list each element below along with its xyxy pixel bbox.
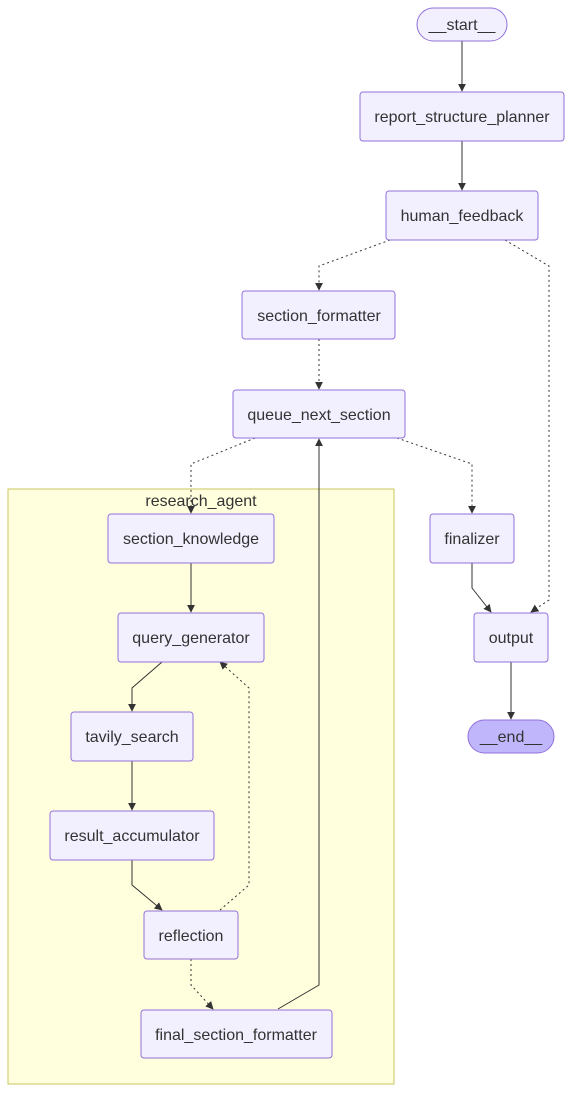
node-final-section-formatter-shape [140, 1009, 333, 1059]
node-reflection-label: reflection [159, 928, 224, 945]
edge-reflection-to-final-section-formatter [190, 959, 214, 1010]
node-result-accumulator-shape [49, 810, 215, 861]
node-query-generator[interactable]: query_generator [117, 612, 265, 663]
node-section-formatter[interactable]: section_formatter [241, 290, 396, 340]
node-reflection-shape [143, 910, 239, 960]
cluster-box [7, 488, 395, 1085]
node-output-shape [473, 612, 549, 663]
node-tavily-search-label: tavily_search [85, 729, 178, 746]
node-result-accumulator[interactable]: result_accumulator [49, 810, 215, 861]
node-section-knowledge-label: section_knowledge [123, 531, 259, 548]
node-end-shape [467, 719, 555, 754]
node-report-structure-planner-label: report_structure_planner [374, 109, 550, 126]
edge-human-feedback-to-section-formatter [315, 239, 391, 291]
node-human-feedback-shape [385, 190, 539, 241]
node-start-shape [416, 7, 508, 42]
edge-finalizer-to-output [471, 563, 492, 613]
edge-queue-next-section-to-finalizer [396, 437, 476, 514]
node-start-label: __start__ [428, 17, 497, 34]
node-end-label: __end__ [479, 729, 543, 746]
edge-queue-next-section-to-section-knowledge [187, 437, 256, 514]
cluster-label: research_agent [145, 493, 257, 510]
node-finalizer-shape [429, 513, 515, 564]
nodes: __start__ report_structure_planner human… [49, 7, 565, 1059]
node-human-feedback[interactable]: human_feedback [385, 190, 539, 241]
edges [128, 41, 550, 1010]
node-report-structure-planner[interactable]: report_structure_planner [359, 91, 565, 142]
node-tavily-search[interactable]: tavily_search [70, 711, 194, 762]
node-report-structure-planner-shape [359, 91, 565, 142]
edge-human-feedback-to-output [504, 239, 550, 613]
node-output[interactable]: output [473, 612, 549, 663]
research-agent-cluster: research_agent [7, 488, 395, 1085]
node-tavily-search-shape [70, 711, 194, 762]
node-output-label: output [489, 630, 534, 647]
node-reflection[interactable]: reflection [143, 910, 239, 960]
node-finalizer[interactable]: finalizer [429, 513, 515, 564]
node-result-accumulator-label: result_accumulator [64, 828, 200, 845]
node-section-formatter-shape [241, 290, 396, 340]
edge-query-generator-to-tavily-search [128, 661, 163, 712]
node-queue-next-section-shape [232, 389, 406, 439]
node-section-formatter-label: section_formatter [257, 308, 381, 325]
edge-reflection-to-query-generator [219, 661, 250, 911]
node-queue-next-section-label: queue_next_section [247, 407, 390, 424]
node-queue-next-section[interactable]: queue_next_section [232, 389, 406, 439]
node-human-feedback-label: human_feedback [401, 208, 525, 225]
node-end[interactable]: __end__ [467, 719, 555, 754]
edge-final-section-formatter-to-queue-next-section [277, 438, 323, 1010]
node-section-knowledge[interactable]: section_knowledge [107, 513, 275, 564]
node-section-knowledge-shape [107, 513, 275, 564]
node-finalizer-label: finalizer [444, 531, 500, 548]
node-final-section-formatter[interactable]: final_section_formatter [140, 1009, 333, 1059]
node-query-generator-shape [117, 612, 265, 663]
edge-result-accumulator-to-reflection [131, 860, 163, 911]
node-final-section-formatter-label: final_section_formatter [155, 1027, 318, 1044]
node-query-generator-label: query_generator [132, 630, 250, 647]
node-start[interactable]: __start__ [416, 7, 508, 42]
